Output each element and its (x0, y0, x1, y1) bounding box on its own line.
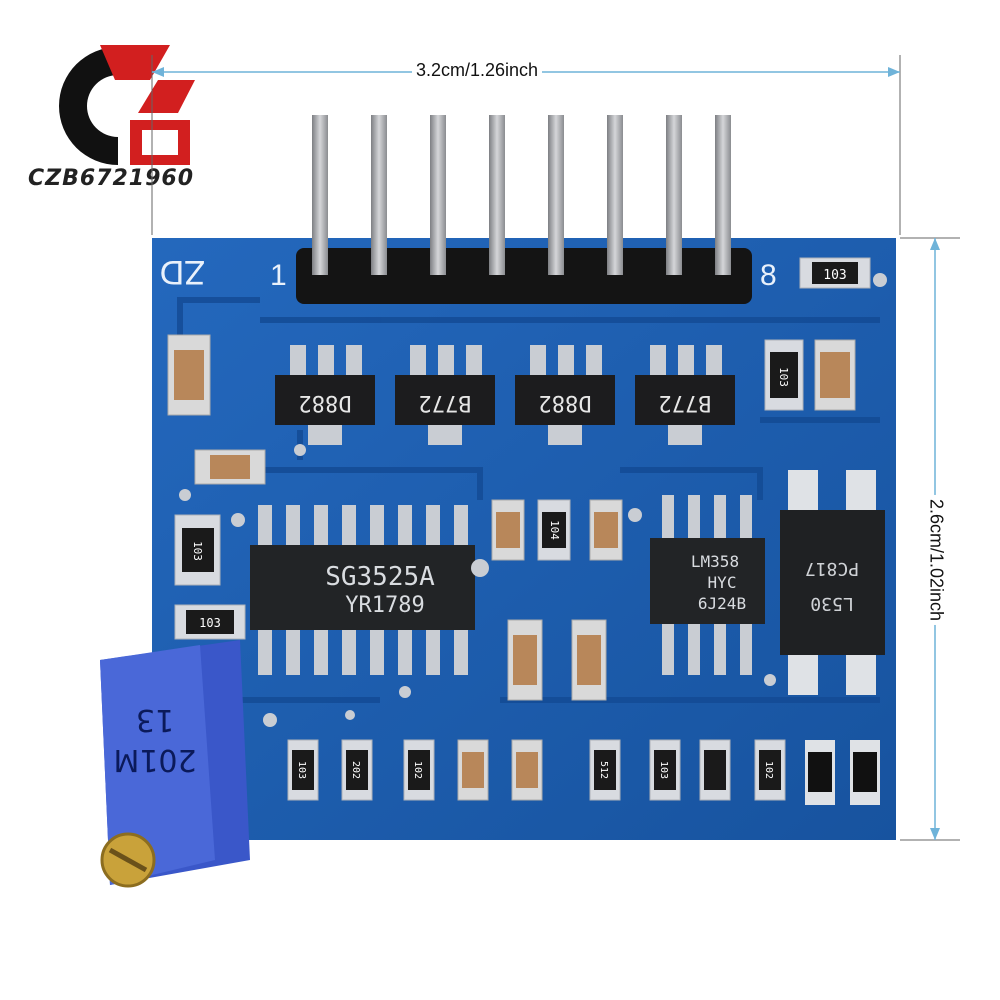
transistor-q2: D882 (275, 345, 375, 445)
resistor-r11-code: 103 (777, 367, 790, 387)
vias (179, 273, 887, 727)
width-dimension-label: 3.2cm/1.26inch (412, 60, 543, 81)
resistor-r3-code: 104 (548, 520, 561, 540)
ic-opamp-line1: LM358 (691, 552, 739, 571)
q2-marking: D882 (299, 390, 352, 415)
logo-text: CZB6721960 (28, 166, 195, 191)
ic-lm358: LM358 HYC 6J24B (650, 495, 765, 675)
pin-header (296, 115, 752, 304)
silk-zd: ZD (160, 253, 205, 291)
resistor-b4-code: 512 (598, 761, 609, 779)
ic-opamp-line2: HYC (708, 573, 737, 592)
resistor-r12-code: 103 (199, 616, 221, 630)
potentiometer: 13 201M (100, 640, 250, 888)
resistor-b6-code: 102 (763, 761, 774, 779)
resistor-b3-code: 102 (412, 761, 423, 779)
resistor-r1-code: 103 (191, 541, 204, 561)
ic-sg3525a: SG3525A YR1789 (250, 505, 475, 675)
ic-main-line1: SG3525A (325, 562, 435, 592)
brand-logo-icon (59, 45, 195, 165)
pot-line2: 201M (113, 742, 196, 777)
pot-line1: 13 (136, 702, 174, 737)
q4-marking: B772 (419, 390, 472, 415)
q3-marking: B772 (659, 390, 712, 415)
resistor-b1-code: 103 (296, 761, 307, 779)
q1-marking: D882 (539, 390, 592, 415)
opto-line1: PC817 (805, 558, 859, 579)
pcb-traces (177, 297, 880, 703)
header-pins (312, 115, 731, 275)
resistor-b2-code: 202 (350, 761, 361, 779)
silk-pin1: 1 (270, 259, 287, 292)
transistor-q1: D882 (515, 345, 615, 445)
ic-opamp-line3: 6J24B (698, 594, 746, 613)
transistor-q3: B772 (635, 345, 735, 445)
resistor-r19-code: 103 (823, 268, 846, 283)
optocoupler: PC817 L530 (780, 470, 885, 695)
bottom-row-parts: 103 202 102 512 103 102 (287, 739, 880, 805)
opto-line2: L530 (810, 593, 853, 614)
ic-main-line2: YR1789 (345, 593, 424, 618)
transistor-q4: B772 (395, 345, 495, 445)
silk-pin8: 8 (760, 259, 777, 292)
resistor-b5-code: 103 (658, 761, 669, 779)
